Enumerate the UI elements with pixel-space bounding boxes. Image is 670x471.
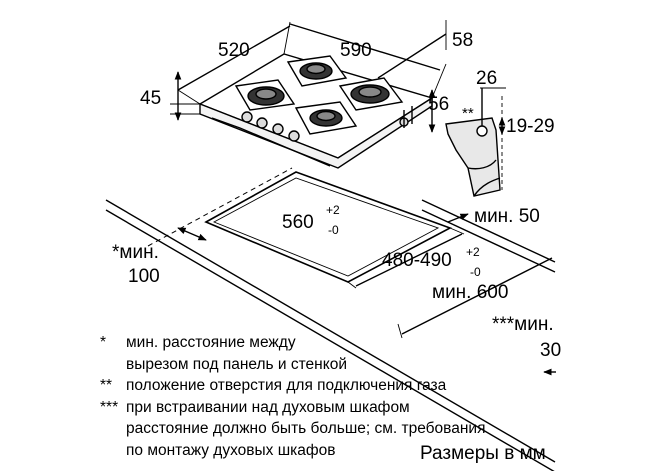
knob-icon <box>288 130 300 142</box>
footnote-text: по монтажу духовых шкафов <box>126 441 336 459</box>
label-hob-height: 58 <box>452 30 473 51</box>
connector-profile <box>445 117 501 197</box>
footnote-mark: ** <box>100 377 113 395</box>
units-caption: Размеры в мм <box>420 443 546 464</box>
dim-line-min-100 <box>177 227 207 241</box>
footnote-mark: *** <box>100 398 119 416</box>
label-connector-height: 19-29 <box>506 116 555 137</box>
footnote-text: расстояние должно быть больше; см. требо… <box>126 420 486 438</box>
label-hob-width: 590 <box>340 40 372 61</box>
label-connector-mark: ** <box>462 105 474 122</box>
label-cutout-depth-tol-plus: +2 <box>466 245 480 259</box>
label-min-back-value: 100 <box>128 266 160 287</box>
label-hob-thickness: 45 <box>140 88 161 109</box>
burner-rear-left <box>286 55 348 87</box>
control-knobs <box>241 111 409 142</box>
footnote-text: при встраивании над духовым шкафом <box>126 398 410 416</box>
footnote-3: *** при встраивании над духовым шкафом р… <box>100 397 540 462</box>
label-min-depth: мин. 600 <box>432 282 508 303</box>
gas-connector-detail <box>445 87 506 197</box>
dim-line-560 <box>220 192 340 240</box>
knob-icon <box>272 123 284 135</box>
cutout-inner <box>212 177 440 277</box>
countertop-front-edge <box>421 199 556 263</box>
knob-icon <box>256 117 268 129</box>
countertop <box>105 167 556 471</box>
label-min-side: ***мин. <box>492 314 554 335</box>
dim-line-480-490 <box>355 233 463 287</box>
label-cutout-width-tol-plus: +2 <box>326 203 340 217</box>
label-min-front: мин. 50 <box>474 206 540 227</box>
label-burner-protrusion: 56 <box>428 94 449 115</box>
footnote-2: ** положение отверстия для подключения г… <box>100 375 540 397</box>
burner-front-left <box>234 79 296 111</box>
knob-icon <box>241 111 253 123</box>
countertop-back-edge <box>105 199 556 463</box>
label-cutout-depth-tol-minus: -0 <box>470 265 481 279</box>
footnote-text: положение отверстия для подключения газа <box>126 377 447 395</box>
footnote-text: вырезом под панель и стенкой <box>126 355 347 373</box>
footnote-mark: * <box>100 334 107 351</box>
label-connector-offset: 26 <box>476 68 497 89</box>
label-cutout-width: 560 <box>282 212 314 233</box>
burner-front-right <box>294 101 358 135</box>
footnote-text: мин. расстояние между <box>126 334 296 351</box>
label-hob-depth: 520 <box>218 40 250 61</box>
wall-projection <box>147 167 293 247</box>
gas-inlet-icon <box>476 125 488 137</box>
hob-illustration <box>170 20 447 169</box>
countertop-front-edge-2 <box>421 209 556 273</box>
burner-rear-right <box>338 77 404 111</box>
label-min-side-value: 30 <box>540 340 561 361</box>
label-cutout-width-tol-minus: -0 <box>328 223 339 237</box>
dim-line-min-50 <box>447 213 469 223</box>
footnotes: * мин. расстояние между вырезом под пане… <box>100 332 540 462</box>
dim-line-min-600 <box>401 257 553 335</box>
label-cutout-depth: 480-490 <box>382 250 452 271</box>
dim-line-58 <box>377 33 447 79</box>
dim-line-520 <box>177 25 291 91</box>
footnote-1: * мин. расстояние между вырезом под пане… <box>100 332 540 375</box>
countertop-back-edge-2 <box>105 209 555 471</box>
hob-body <box>211 117 331 167</box>
label-min-back: *мин. <box>112 242 159 263</box>
dim-line-590 <box>289 23 441 71</box>
